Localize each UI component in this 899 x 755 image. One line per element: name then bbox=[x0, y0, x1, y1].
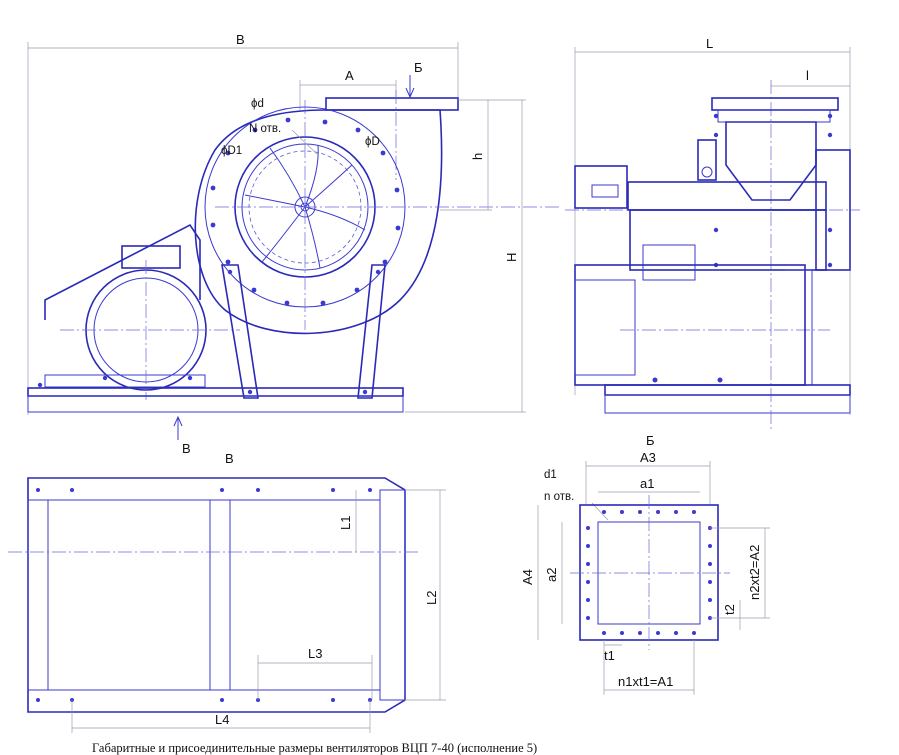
side-outlet-flange bbox=[711, 97, 839, 111]
scroll-casing bbox=[194, 109, 443, 335]
n-holes-label: N отв. bbox=[249, 123, 281, 135]
outlet-flange bbox=[325, 97, 459, 111]
side-hopper bbox=[725, 121, 817, 201]
phi-D1-label: ϕD1 bbox=[221, 145, 242, 157]
dim-L2-label: L2 bbox=[424, 591, 439, 605]
dim-A-label: A bbox=[345, 68, 354, 83]
flange-view-title: Б bbox=[646, 433, 655, 448]
plan-bolts bbox=[36, 488, 372, 702]
dim-l-label: l bbox=[806, 68, 809, 83]
dim-H-label: H bbox=[504, 253, 519, 262]
dim-n2xt2-label: n2xt2=A2 bbox=[747, 545, 762, 600]
side-motor bbox=[574, 264, 806, 386]
dim-A4-label: A4 bbox=[520, 569, 535, 585]
dim-t1-label: t1 bbox=[604, 648, 615, 663]
motor-terminal-box bbox=[121, 245, 181, 269]
side-base bbox=[604, 384, 851, 396]
d1-label: d1 bbox=[544, 469, 557, 481]
phi-d-label: ϕd bbox=[251, 98, 264, 110]
plan-view-title: B bbox=[225, 451, 234, 466]
dim-L-label: L bbox=[706, 36, 713, 51]
side-casing bbox=[627, 181, 827, 211]
motor-guard bbox=[44, 223, 201, 320]
dim-B-label: B bbox=[236, 32, 245, 47]
dim-L4-label: L4 bbox=[215, 712, 229, 727]
dim-a2-label: a2 bbox=[544, 568, 559, 582]
n-otv-label: n отв. bbox=[544, 491, 574, 503]
support-leg-left bbox=[221, 264, 259, 399]
phi-D-label: ϕD bbox=[365, 136, 380, 148]
plan-view: B L1 L2 L3 L4 bbox=[8, 451, 446, 733]
base-frame bbox=[27, 387, 404, 397]
flange-view: Б A3 a1 d1 n отв. A4 a2 n2xt2=A2 t2 bbox=[520, 433, 770, 695]
dim-L1-label: L1 bbox=[338, 516, 353, 530]
dim-L3-label: L3 bbox=[308, 646, 322, 661]
support-leg-right bbox=[357, 264, 386, 399]
dim-a1-label: a1 bbox=[640, 476, 654, 491]
front-view: B A Б bbox=[27, 32, 560, 456]
dim-A3-label: A3 bbox=[640, 450, 656, 465]
plan-frame bbox=[27, 477, 406, 713]
drawing-caption: Габаритные и присоединительные размеры в… bbox=[92, 741, 537, 755]
casing-bolts bbox=[210, 117, 401, 306]
view-b-marker: Б bbox=[414, 60, 423, 75]
view-v-marker: B bbox=[182, 441, 191, 456]
side-view: L l bbox=[565, 36, 860, 430]
dim-h-label: h bbox=[470, 153, 485, 160]
dim-t2-label: t2 bbox=[722, 604, 737, 615]
dim-n1xt1-label: n1xt1=A1 bbox=[618, 674, 673, 689]
side-motor-fan-cover bbox=[574, 165, 628, 209]
